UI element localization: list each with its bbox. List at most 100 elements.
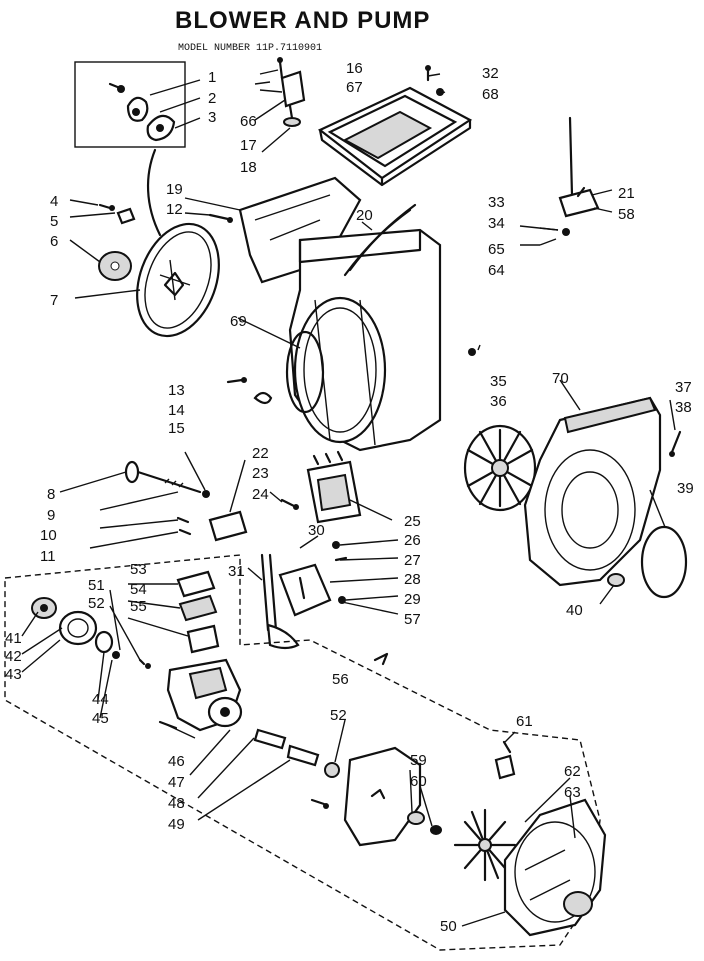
callout-6: 6 [50, 233, 58, 250]
part-6-hub [98, 251, 132, 281]
part-21-thermal-switch [539, 116, 600, 246]
part-52-coupling [324, 762, 340, 778]
part-62-impeller [453, 808, 517, 882]
belt-cord [147, 148, 162, 237]
callout-48: 48 [168, 795, 185, 812]
callout-62: 62 [564, 763, 581, 780]
part-20-seal-strip [343, 203, 417, 277]
callout-21: 21 [618, 185, 635, 202]
part-12-screw [208, 213, 233, 223]
callout-36: 36 [490, 393, 507, 410]
part-61-clip [494, 740, 516, 780]
part-35-nut [468, 348, 476, 356]
callout-59: 59 [410, 752, 427, 769]
callout-1: 1 [208, 69, 216, 86]
callout-63: 63 [564, 784, 581, 801]
callout-39: 39 [677, 480, 694, 497]
part-70-housing-back [523, 396, 662, 587]
part-3-bracket [146, 114, 176, 142]
callout-37: 37 [675, 379, 692, 396]
callout-3: 3 [208, 109, 216, 126]
part-50-pump-housing [503, 798, 607, 937]
callout-19: 19 [166, 181, 183, 198]
callout-7: 7 [50, 292, 58, 309]
part-67-lid [317, 86, 473, 187]
part-47-pump-body [166, 658, 243, 732]
part-49-screw [310, 798, 329, 809]
part-28-motor-bracket [278, 563, 332, 617]
callout-24: 24 [252, 486, 269, 503]
part-69-blower-housing [288, 228, 442, 452]
callout-66: 66 [240, 113, 257, 130]
callout-70: 70 [552, 370, 569, 387]
part-2-clip [126, 96, 149, 122]
part-19-mount-plate [238, 176, 362, 284]
part-37-38-screw [669, 430, 682, 457]
parts-26-27-fasteners [332, 541, 348, 562]
callout-52: 52 [88, 595, 105, 612]
callout-23: 23 [252, 465, 269, 482]
leaders-1-3 [149, 79, 201, 129]
callout-49: 49 [168, 816, 185, 833]
callout-47: 47 [168, 774, 185, 791]
leader-lines [21, 69, 676, 927]
callout-60: 60 [410, 773, 427, 790]
part-54-filter [178, 594, 218, 622]
diagram-title: BLOWER AND PUMP [175, 7, 430, 34]
part-39-gasket [640, 525, 688, 599]
part-48-shaft [253, 728, 320, 767]
callout-68: 68 [482, 86, 499, 103]
callout-28: 28 [404, 571, 421, 588]
callout-8: 8 [47, 486, 55, 503]
callout-32: 32 [482, 65, 499, 82]
part-8-drive-shaft [124, 460, 210, 498]
callout-67: 67 [346, 79, 363, 96]
callout-65: 65 [488, 241, 505, 258]
callout-15: 15 [168, 420, 185, 437]
callout-38: 38 [675, 399, 692, 416]
part-43-pump-cover [58, 610, 98, 646]
pump-assembly-boundary [4, 554, 601, 951]
callout-5: 5 [50, 213, 58, 230]
callout-31: 31 [228, 563, 245, 580]
arrow-56 [373, 652, 389, 666]
callout-45: 45 [92, 710, 109, 727]
callout-14: 14 [168, 402, 185, 419]
part-16-switch [277, 57, 306, 127]
callout-26: 26 [404, 532, 421, 549]
callout-25: 25 [404, 513, 421, 530]
part-45-washer [112, 651, 151, 669]
part-22-motor-cap [208, 510, 248, 542]
callout-46: 46 [168, 753, 185, 770]
callout-51: 51 [88, 577, 105, 594]
callout-58: 58 [618, 206, 635, 223]
callout-2: 2 [208, 90, 216, 107]
part-32-screw [425, 65, 431, 82]
callout-50: 50 [440, 918, 457, 935]
callout-11: 11 [40, 548, 56, 565]
callout-52: 52 [330, 707, 347, 724]
callout-4: 4 [50, 193, 58, 210]
callout-10: 10 [40, 527, 57, 544]
callout-30: 30 [308, 522, 325, 539]
callout-54: 54 [130, 581, 147, 598]
callout-22: 22 [252, 445, 269, 462]
callout-41: 41 [5, 630, 22, 647]
part-69-gasket-ring [285, 330, 325, 414]
callout-44: 44 [92, 691, 109, 708]
part-7-pulley [136, 222, 220, 338]
callout-34: 34 [488, 215, 505, 232]
parts-4-5-screws [98, 203, 136, 225]
callout-43: 43 [5, 666, 22, 683]
callout-27: 27 [404, 552, 421, 569]
part-59-washer [407, 811, 425, 825]
callout-13: 13 [168, 382, 185, 399]
callout-53: 53 [130, 561, 147, 578]
callout-29: 29 [404, 591, 421, 608]
callout-12: 12 [166, 201, 183, 218]
callout-69: 69 [230, 313, 247, 330]
model-number-subtitle: MODEL NUMBER 11P.7110901 [178, 43, 322, 54]
